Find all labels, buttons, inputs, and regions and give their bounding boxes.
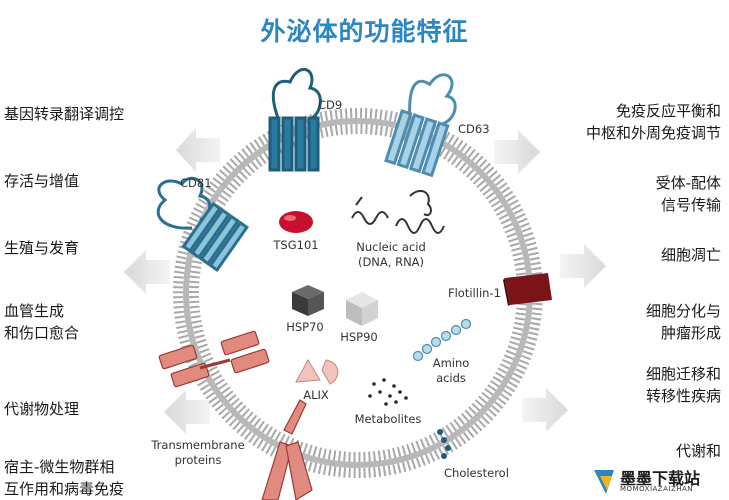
hsp90-cube (346, 292, 378, 326)
arrow-right-3 (522, 388, 568, 432)
tsg101-blob (279, 211, 313, 233)
right-label-2: 受体-配体信号传输 (655, 174, 721, 214)
cholesterol-chain (437, 429, 451, 459)
tsg101-label: TSG101 (273, 238, 319, 252)
left-label-5: 代谢物处理 (4, 400, 80, 418)
hsp70-label: HSP70 (286, 320, 324, 334)
left-label-4: 血管生成和伤口愈合 (4, 302, 80, 342)
arrow-left-1 (176, 128, 220, 172)
hsp70-cube (292, 285, 324, 316)
cd81-label: CD81 (180, 176, 212, 190)
right-label-3: 细胞凋亡 (660, 246, 721, 264)
cd9-protein (268, 68, 322, 172)
right-label-1: 免疫反应平衡和中枢和外周免疫调节 (585, 102, 721, 142)
right-label-6: 代谢和 (675, 442, 721, 460)
right-label-4: 细胞分化与肿瘤形成 (645, 302, 721, 342)
watermark-logo (588, 463, 729, 500)
transmembrane-proteins-blocks (158, 330, 270, 388)
transmembrane-receptor (261, 399, 313, 500)
cd63-label: CD63 (458, 122, 490, 136)
cd63-protein (384, 73, 457, 178)
watermark-sub: MOMOXIAZAIZHAN (620, 485, 694, 493)
alix-label: ALIX (303, 388, 329, 402)
flotillin-label: Flotillin-1 (448, 286, 501, 300)
cd9-label: CD9 (318, 98, 343, 112)
left-label-6: 宿主-微生物群相互作用和病毒免疫 (4, 458, 125, 498)
watermark-name: 墨墨下载站 (620, 469, 701, 488)
hsp90-label: HSP90 (340, 330, 378, 344)
arrow-left-3 (164, 390, 210, 434)
page-title: 外泌体的功能特征 (260, 17, 469, 46)
cd81-protein (156, 176, 249, 273)
flotillin-block (503, 273, 552, 306)
alix-shapes (295, 358, 339, 385)
amino-acid-chain (412, 318, 472, 362)
arrow-right-1 (494, 130, 540, 174)
nucleic-acid-strands (351, 189, 445, 234)
left-label-2: 存活与增值 (4, 172, 80, 190)
nucleic-acid-label: Nucleic acid(DNA, RNA) (356, 240, 426, 269)
left-label-3: 生殖与发育 (4, 239, 80, 257)
right-label-5: 细胞迁移和转移性疾病 (645, 365, 721, 405)
arrow-right-2 (560, 244, 606, 288)
arrow-left-2 (124, 250, 170, 294)
cholesterol-label: Cholesterol (444, 466, 509, 480)
metabolite-dots (368, 378, 408, 406)
metabolites-label: Metabolites (354, 412, 422, 426)
left-label-1: 基因转录翻译调控 (4, 105, 125, 123)
